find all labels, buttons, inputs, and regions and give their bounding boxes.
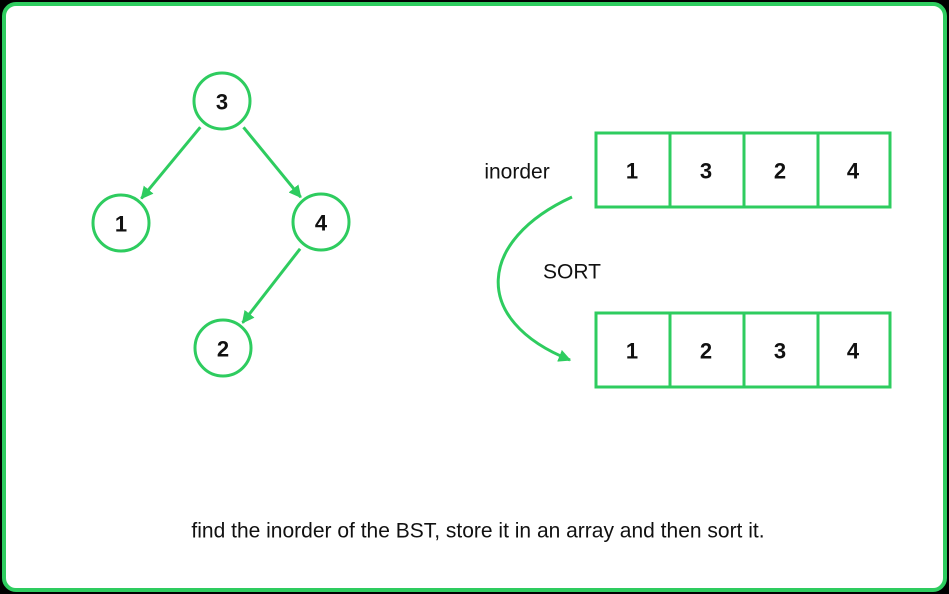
array-cell xyxy=(816,311,892,389)
tree-edge xyxy=(242,126,302,199)
tree-edge xyxy=(140,126,202,200)
inorder-array: 1 3 2 4 xyxy=(594,131,892,209)
array-cell-value: 2 xyxy=(774,159,786,184)
array-cell xyxy=(816,131,892,209)
array-cell-value: 1 xyxy=(626,159,638,184)
tree-node-label: 1 xyxy=(115,212,127,237)
sort-label: SORT xyxy=(543,261,601,284)
array-cell-value: 2 xyxy=(700,339,712,364)
tree-node-2: 2 xyxy=(193,318,253,378)
array-cell-value: 1 xyxy=(626,339,638,364)
inorder-label: inorder xyxy=(484,161,549,184)
tree-node-1: 1 xyxy=(91,193,151,253)
array-cell-value: 3 xyxy=(700,159,712,184)
tree-edge xyxy=(241,247,302,324)
array-cell-value: 4 xyxy=(847,159,860,184)
tree-node-label: 2 xyxy=(217,337,229,362)
caption: find the inorder of the BST, store it in… xyxy=(191,520,764,543)
tree-node-label: 4 xyxy=(315,211,328,236)
tree-node-label: 3 xyxy=(216,90,228,115)
sorted-array: 1 2 3 4 xyxy=(594,311,892,389)
array-cell-value: 4 xyxy=(847,339,860,364)
tree-edges xyxy=(140,126,302,324)
tree-node-4: 4 xyxy=(291,192,351,252)
tree-node-3: 3 xyxy=(192,71,252,131)
sort-curve-arrow xyxy=(496,195,573,362)
array-cell xyxy=(742,131,820,209)
array-cell xyxy=(742,311,820,389)
array-cell xyxy=(594,311,672,389)
array-cell xyxy=(594,131,672,209)
array-cell-value: 3 xyxy=(774,339,786,364)
